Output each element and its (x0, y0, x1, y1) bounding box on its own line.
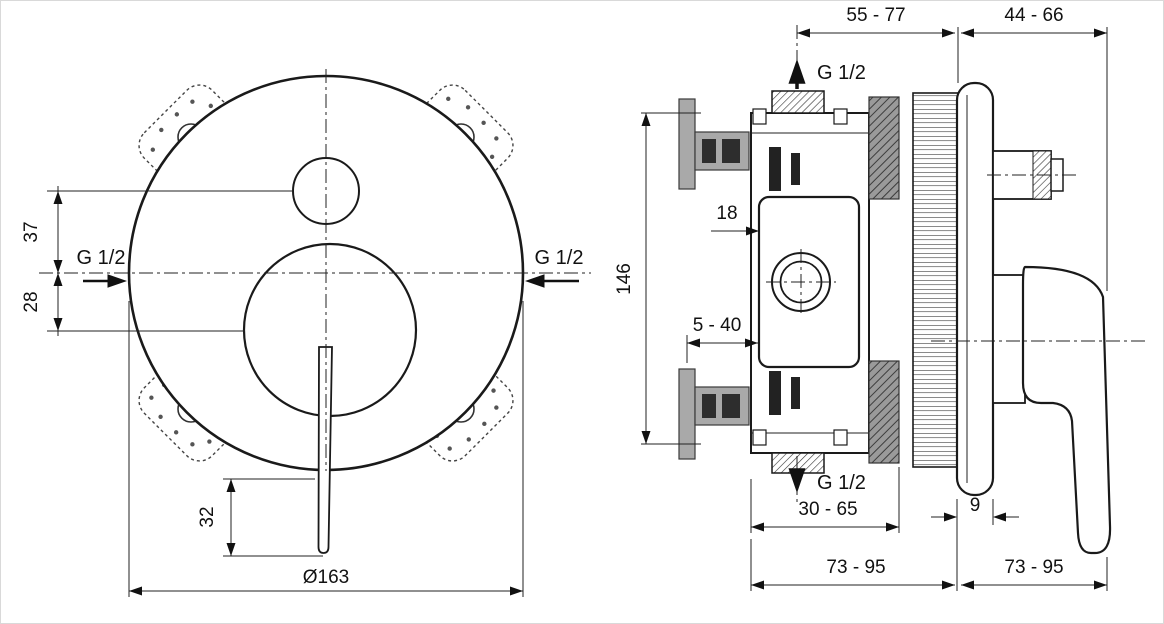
dim-73-95-right-label: 73 - 95 (1004, 557, 1063, 578)
side-view: G 1/2 G 1/2 55 - 77 44 - 66 (614, 5, 1149, 591)
dim-group-146: 146 (614, 112, 701, 445)
g-half-top: G 1/2 (788, 59, 866, 89)
wall-hatch-block-top (868, 96, 900, 200)
dim-44-66-label: 44 - 66 (1004, 5, 1063, 26)
dim-18-label: 18 (716, 203, 737, 224)
handle-hub (992, 274, 1026, 404)
escutcheon-plate-side (955, 81, 995, 497)
dim-group-5-40: 5 - 40 (686, 315, 758, 363)
dim-group-37-28: 37 28 (21, 186, 293, 336)
g-half-top-arrow-icon (788, 59, 806, 84)
front-view: 37 28 G 1/2 G 1/2 32 (21, 69, 591, 597)
dim-146-label: 146 (614, 263, 635, 295)
dim-55-77-label: 55 - 77 (846, 5, 905, 26)
thread-sleeve (912, 92, 960, 468)
dim-group-18: 18 (711, 203, 759, 236)
g-half-bottom: G 1/2 (788, 468, 866, 494)
lever-handle-side (931, 265, 1149, 555)
fixing-slots (769, 147, 800, 415)
dim-5-40-label: 5 - 40 (693, 315, 742, 336)
lever-handle-front (317, 346, 333, 554)
dim-73-95-left-label: 73 - 95 (826, 557, 885, 578)
dim-group-44-66: 44 - 66 (961, 5, 1108, 291)
dim-group-diameter: Ø163 (128, 301, 524, 597)
g-half-right-arrow-icon (525, 274, 545, 288)
valve-body (750, 90, 870, 474)
handle-blade (1021, 265, 1112, 555)
dim-group-9: 9 (931, 495, 1019, 591)
top-outlet (987, 150, 1076, 200)
cartridge-centerlines (766, 249, 836, 315)
top-thread-boss (771, 90, 825, 114)
dim-group-30-65: 30 - 65 (750, 467, 900, 533)
dim-group-73-95-left: 73 - 95 (750, 539, 955, 591)
g-half-bottom-label: G 1/2 (817, 472, 866, 494)
dim-group-32: 32 (197, 478, 323, 557)
dim-28-label: 28 (21, 291, 42, 312)
g-half-right: G 1/2 (525, 247, 583, 288)
dim-30-65-label: 30 - 65 (798, 499, 857, 520)
g-half-left-arrow-icon (107, 274, 127, 288)
dim-9-label: 9 (970, 495, 981, 516)
dim-32-label: 32 (197, 506, 218, 527)
g-half-left: G 1/2 (77, 247, 127, 288)
g-half-bottom-arrow-icon (788, 468, 806, 493)
g-half-left-label: G 1/2 (77, 247, 126, 269)
dim-diameter-label: Ø163 (303, 567, 349, 588)
wall-hatch-block-bottom (868, 360, 900, 464)
dim-group-55-77: 55 - 77 (797, 5, 959, 83)
g-half-top-label: G 1/2 (817, 62, 866, 84)
dim-group-73-95-right: 73 - 95 (961, 557, 1108, 591)
mounting-brackets (678, 98, 750, 460)
g-half-right-label: G 1/2 (535, 247, 584, 269)
dim-37-label: 37 (21, 221, 42, 242)
